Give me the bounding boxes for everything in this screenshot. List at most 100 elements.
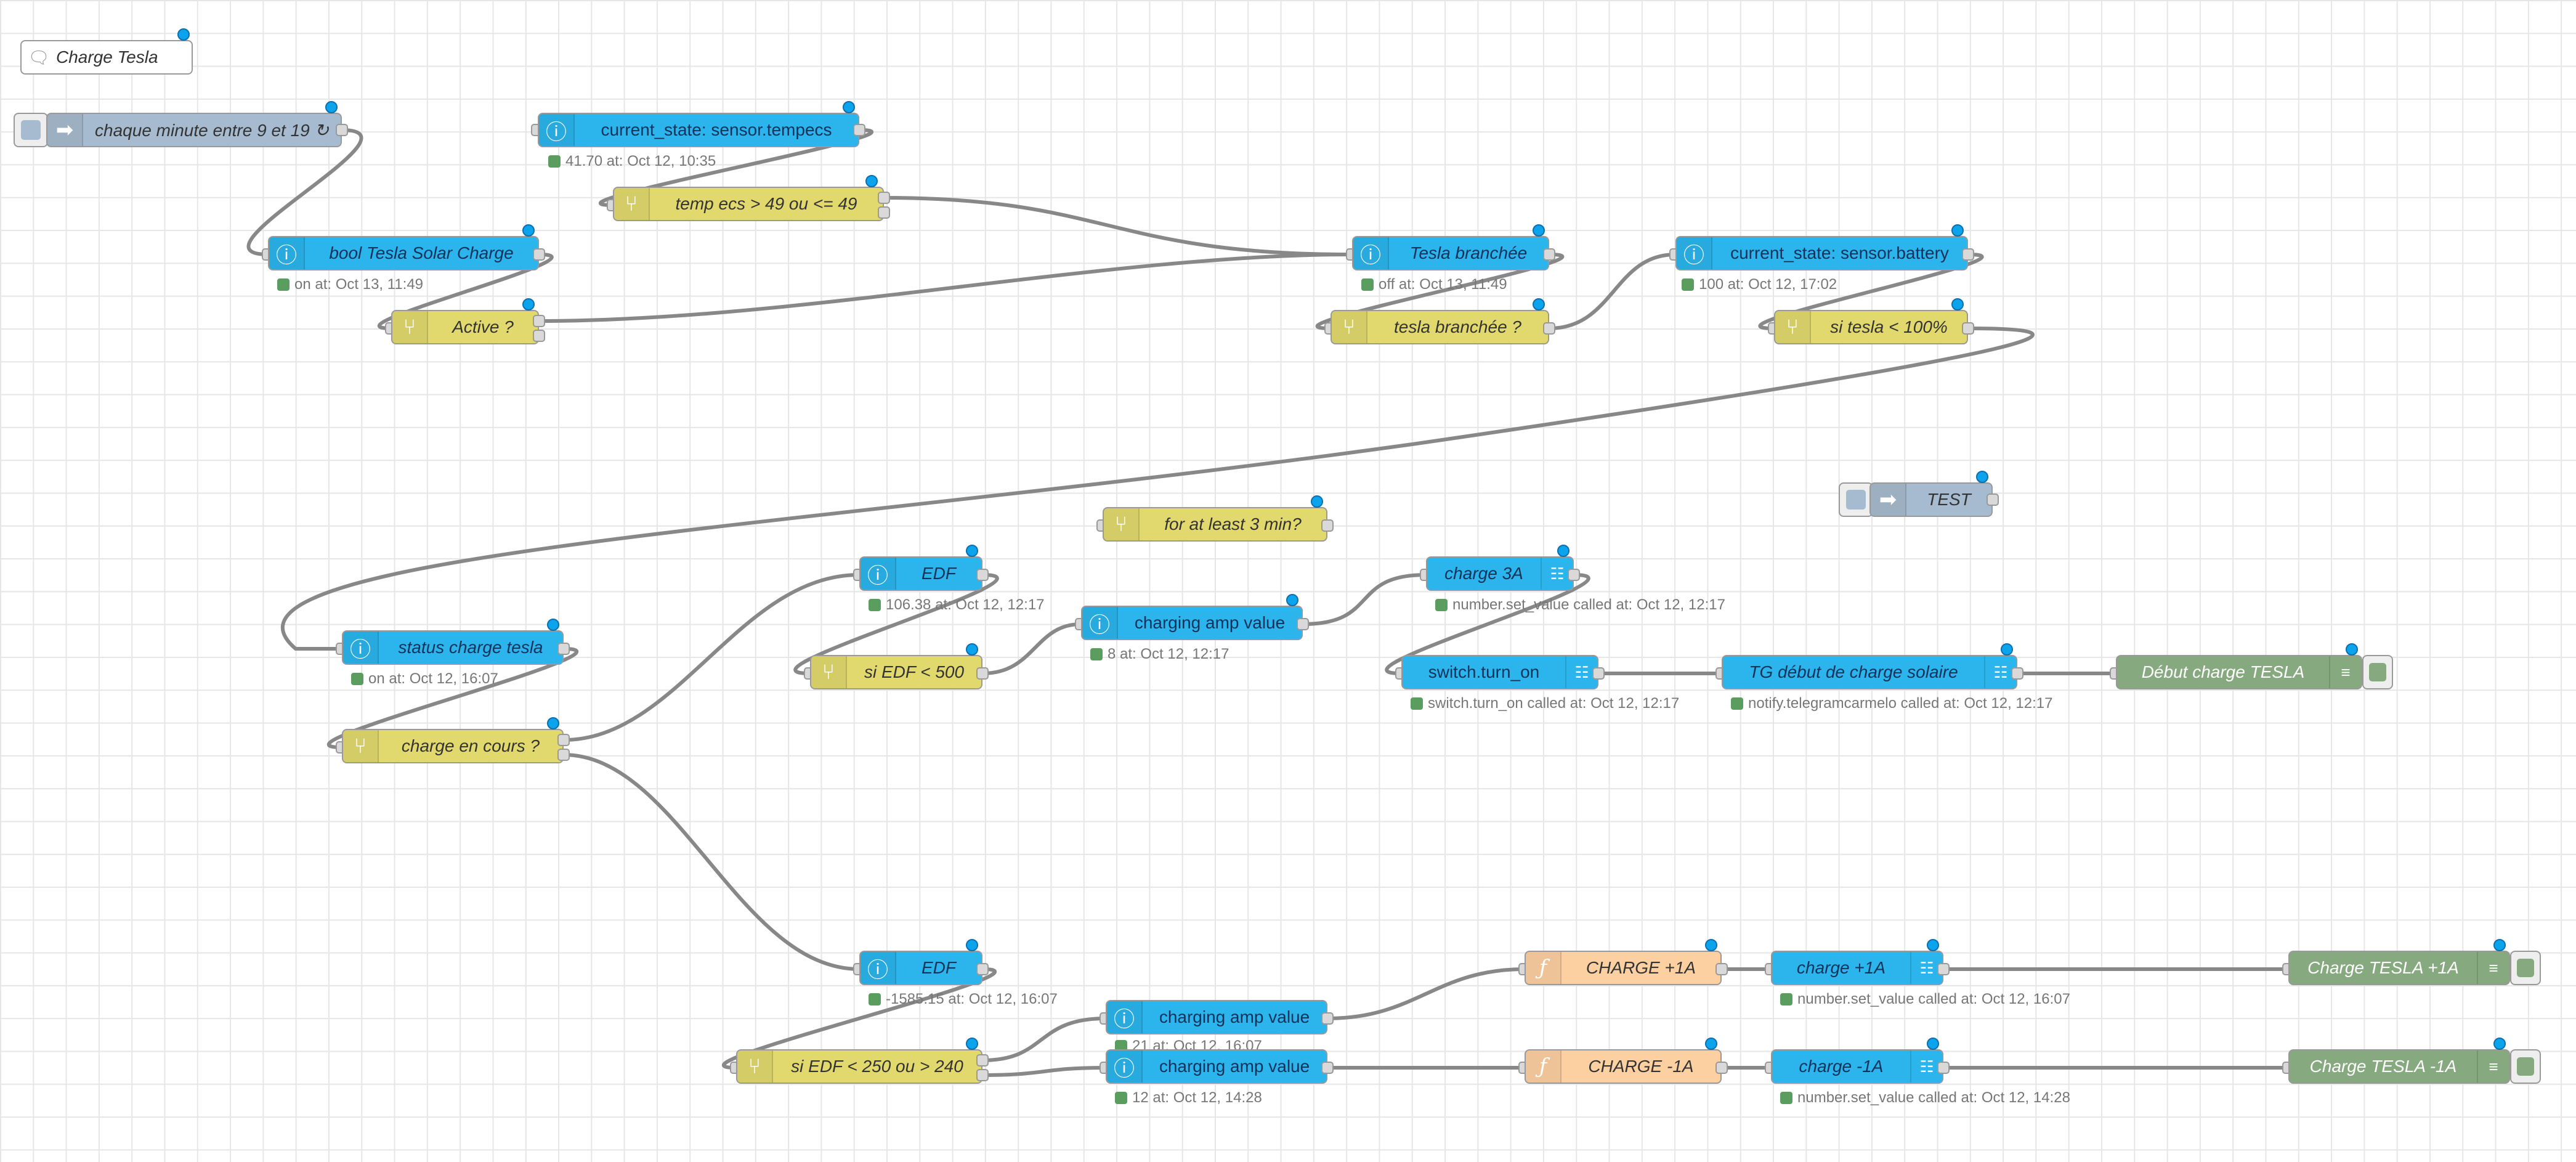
output-port[interactable]: [557, 749, 570, 761]
switch-node-temp-ecs[interactable]: ⑂ temp ecs > 49 ou <= 49: [613, 187, 884, 221]
debug-list-icon: ≡: [2477, 1050, 2509, 1083]
inject-trigger-button[interactable]: [14, 113, 48, 147]
changed-indicator: [1557, 545, 1569, 557]
switch-fork-icon: ⑂: [737, 1050, 773, 1083]
switch-node-edf-500[interactable]: ⑂ si EDF < 500: [810, 655, 982, 689]
node-label: EDF: [921, 564, 956, 583]
output-port[interactable]: [557, 734, 570, 746]
output-port[interactable]: [557, 643, 570, 655]
function-node-charge-minus[interactable]: ƒ CHARGE -1A: [1525, 1049, 1722, 1084]
output-port[interactable]: [1937, 1062, 1950, 1074]
switch-fork-icon: ⑂: [392, 311, 428, 343]
output-port[interactable]: [1987, 494, 1999, 506]
function-icon: ƒ: [1526, 1050, 1561, 1083]
node-label: status charge tesla: [398, 638, 543, 657]
debug-toggle-button[interactable]: [2510, 1049, 2541, 1084]
switch-node-charge-en-cours[interactable]: ⑂ charge en cours ?: [342, 729, 564, 763]
inject-node-test[interactable]: ➡ TEST: [1869, 482, 1993, 517]
output-port[interactable]: [976, 963, 989, 975]
output-port[interactable]: [1321, 1012, 1334, 1025]
inject-trigger-button[interactable]: [1839, 482, 1873, 517]
state-node-charging-amp-top[interactable]: ⓘ charging amp value: [1081, 606, 1303, 640]
output-port[interactable]: [976, 1054, 989, 1067]
changed-indicator: [2346, 643, 2358, 656]
output-port[interactable]: [336, 124, 348, 136]
node-label: si tesla < 100%: [1830, 317, 1948, 336]
service-node-telegram[interactable]: TG début de charge solaire ☷: [1722, 655, 2017, 689]
changed-indicator: [966, 545, 978, 557]
node-label: charge +1A: [1797, 958, 1885, 977]
service-node-switch-turn-on[interactable]: switch.turn_on ☷: [1401, 655, 1598, 689]
output-port[interactable]: [1297, 618, 1309, 630]
node-label: chaque minute entre 9 et 19 ↻: [95, 120, 329, 140]
changed-indicator: [865, 175, 878, 187]
switch-fork-icon: ⑂: [1332, 311, 1367, 343]
state-node-status-charge[interactable]: ⓘ status charge tesla: [342, 630, 564, 665]
output-port[interactable]: [1592, 667, 1605, 680]
debug-toggle-button[interactable]: [2362, 655, 2393, 689]
node-status: off at: Oct 13, 11:49: [1361, 276, 1507, 293]
output-port[interactable]: [1937, 963, 1950, 975]
output-port[interactable]: [976, 569, 989, 581]
output-port[interactable]: [1962, 248, 1974, 261]
output-port[interactable]: [878, 192, 890, 204]
service-node-charge-minus[interactable]: charge -1A ☷: [1771, 1049, 1943, 1084]
info-icon: ⓘ: [269, 237, 305, 269]
changed-indicator: [1286, 594, 1298, 606]
switch-node-edf-250[interactable]: ⑂ si EDF < 250 ou > 240: [736, 1049, 982, 1084]
output-port[interactable]: [1543, 322, 1555, 335]
output-port[interactable]: [976, 667, 989, 680]
output-port[interactable]: [1715, 1062, 1728, 1074]
output-port[interactable]: [1321, 1062, 1334, 1074]
switch-node-3min[interactable]: ⑂ for at least 3 min?: [1103, 507, 1327, 542]
node-label: Charge TESLA +1A: [2307, 958, 2459, 977]
output-port[interactable]: [1962, 322, 1974, 335]
debug-node-charge-minus[interactable]: Charge TESLA -1A ≡: [2288, 1049, 2510, 1084]
state-node-amp-plus[interactable]: ⓘ charging amp value: [1106, 1000, 1327, 1034]
output-port[interactable]: [2011, 667, 2023, 680]
debug-node-charge-plus[interactable]: Charge TESLA +1A ≡: [2288, 951, 2510, 985]
state-node-tempecs[interactable]: ⓘ current_state: sensor.tempecs: [538, 113, 859, 147]
changed-indicator: [966, 939, 978, 951]
state-node-edf-bottom[interactable]: ⓘ EDF: [859, 951, 982, 985]
state-node-edf-top[interactable]: ⓘ EDF: [859, 556, 982, 591]
output-port[interactable]: [976, 1069, 989, 1081]
node-label: si EDF < 250 ou > 240: [791, 1057, 963, 1076]
output-port[interactable]: [1321, 519, 1334, 532]
state-node-tesla-branchee[interactable]: ⓘ Tesla branchée: [1352, 236, 1549, 270]
output-port[interactable]: [533, 330, 545, 342]
changed-indicator: [966, 643, 978, 656]
node-status: 8 at: Oct 12, 12:17: [1090, 646, 1229, 663]
node-label: charging amp value: [1159, 1007, 1310, 1026]
output-port[interactable]: [1568, 569, 1580, 581]
output-port[interactable]: [533, 248, 545, 261]
output-port[interactable]: [878, 206, 890, 219]
node-label: for at least 3 min?: [1164, 514, 1302, 534]
node-label: si EDF < 500: [864, 662, 965, 681]
output-port[interactable]: [1543, 248, 1555, 261]
service-node-charge-plus[interactable]: charge +1A ☷: [1771, 951, 1943, 985]
switch-node-active[interactable]: ⑂ Active ?: [391, 310, 539, 344]
node-label: TG début de charge solaire: [1749, 662, 1958, 681]
output-port[interactable]: [853, 124, 865, 136]
switch-fork-icon: ⑂: [1104, 508, 1140, 540]
output-port[interactable]: [533, 315, 545, 327]
changed-indicator: [843, 101, 855, 113]
function-icon: ƒ: [1526, 952, 1561, 984]
debug-node-debut-charge[interactable]: Début charge TESLA ≡: [2116, 655, 2362, 689]
switch-node-tesla-branchee[interactable]: ⑂ tesla branchée ?: [1331, 310, 1549, 344]
changed-indicator: [2493, 939, 2506, 951]
inject-node-chaque-minute[interactable]: ➡ chaque minute entre 9 et 19 ↻: [46, 113, 342, 147]
comment-node-charge-tesla[interactable]: 🗨 Charge Tesla: [20, 40, 193, 75]
function-node-charge-plus[interactable]: ƒ CHARGE +1A: [1525, 951, 1722, 985]
node-status: number.set_value called at: Oct 12, 16:0…: [1780, 991, 2070, 1008]
state-node-bool-solar[interactable]: ⓘ bool Tesla Solar Charge: [268, 236, 539, 270]
output-port[interactable]: [1715, 963, 1728, 975]
node-label: current_state: sensor.tempecs: [601, 120, 832, 139]
service-node-charge-3a[interactable]: charge 3A ☷: [1426, 556, 1574, 591]
changed-indicator: [522, 224, 535, 237]
state-node-amp-minus[interactable]: ⓘ charging amp value: [1106, 1049, 1327, 1084]
debug-toggle-button[interactable]: [2510, 951, 2541, 985]
state-node-battery[interactable]: ⓘ current_state: sensor.battery: [1675, 236, 1968, 270]
switch-node-battery[interactable]: ⑂ si tesla < 100%: [1774, 310, 1968, 344]
